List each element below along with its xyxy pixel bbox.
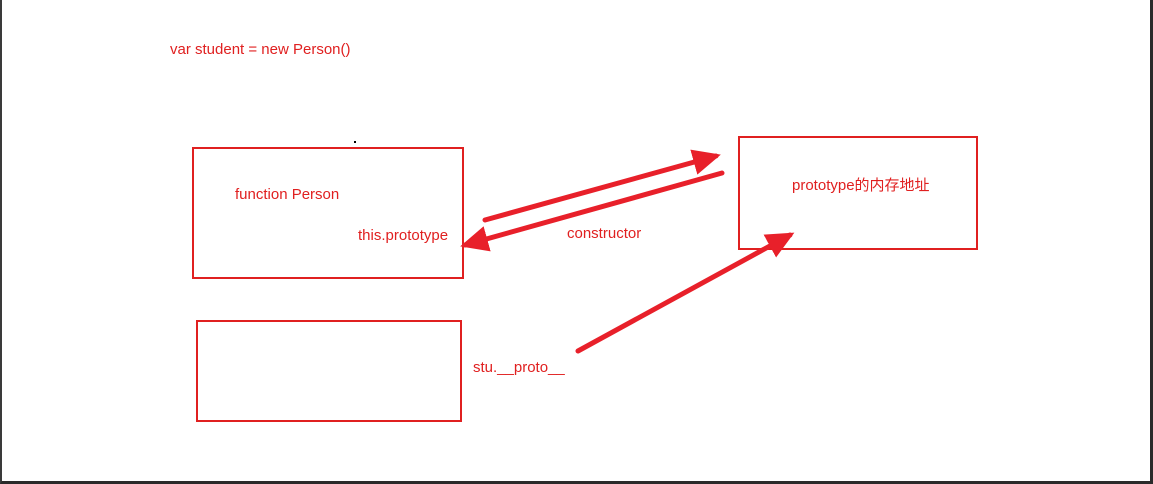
prototype-memory-label: prototype的内存地址 (792, 177, 930, 194)
this-prototype-label: this.prototype (358, 227, 449, 244)
constructor-arrow (460, 170, 725, 252)
person-function-label: function Person (235, 186, 340, 203)
code-line: var student = new Person() (170, 41, 351, 58)
proto-label: stu.__proto__ (473, 359, 565, 376)
person-function-box (192, 147, 464, 279)
constructor-label: constructor (567, 225, 642, 242)
proto-arrow (575, 232, 795, 354)
prototype-memory-box (738, 136, 978, 250)
stray-dot (354, 141, 356, 143)
student-instance-box (196, 320, 462, 422)
prototype-arrow (482, 149, 721, 223)
